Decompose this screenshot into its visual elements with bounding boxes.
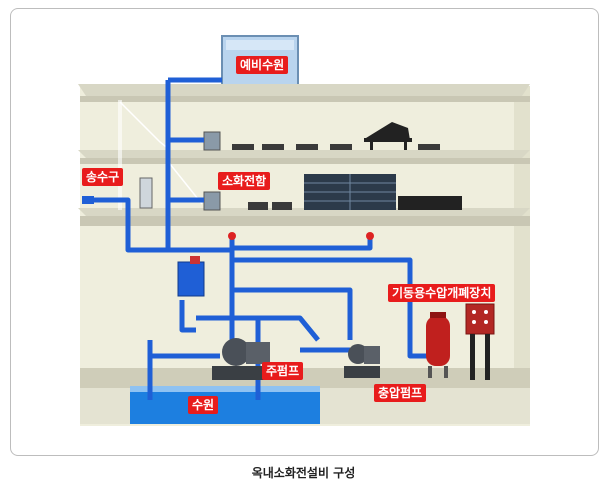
label-siamese: 송수구 bbox=[82, 168, 124, 186]
water-surface bbox=[130, 386, 320, 392]
label-reserve-tank: 예비수원 bbox=[236, 56, 289, 74]
water-tank bbox=[130, 390, 320, 424]
control-panel bbox=[465, 303, 495, 380]
hydrant-cabinet-2f bbox=[203, 131, 221, 151]
alarm-valve-right bbox=[366, 232, 374, 240]
label-water-tank: 수원 bbox=[188, 396, 219, 414]
figure-caption: 옥내소화전설비 구성 bbox=[251, 466, 356, 480]
wall-panel bbox=[139, 177, 153, 209]
bookshelves bbox=[304, 174, 462, 210]
furniture-1f bbox=[248, 202, 292, 210]
siamese-connection bbox=[82, 196, 94, 204]
label-jockey-pump: 충압펌프 bbox=[374, 384, 427, 402]
main-pump bbox=[212, 338, 272, 380]
label-starter-panel: 기동용수압개폐장치 bbox=[388, 284, 496, 302]
basement-floor bbox=[80, 368, 530, 388]
staircase bbox=[118, 100, 203, 210]
reserve-tank-top bbox=[226, 40, 294, 50]
gauge bbox=[190, 256, 200, 264]
accumulator-tank bbox=[426, 312, 450, 378]
label-main-pump: 주펌프 bbox=[262, 362, 304, 380]
pressure-tank bbox=[177, 261, 205, 297]
alarm-valve-top bbox=[228, 232, 236, 240]
label-hydrant-box: 소화전함 bbox=[218, 172, 271, 190]
hydrant-cabinet-1f bbox=[203, 191, 221, 211]
side-wall bbox=[514, 86, 530, 386]
furniture-2f bbox=[232, 144, 440, 150]
jockey-pump bbox=[344, 344, 380, 378]
piano bbox=[364, 122, 412, 150]
